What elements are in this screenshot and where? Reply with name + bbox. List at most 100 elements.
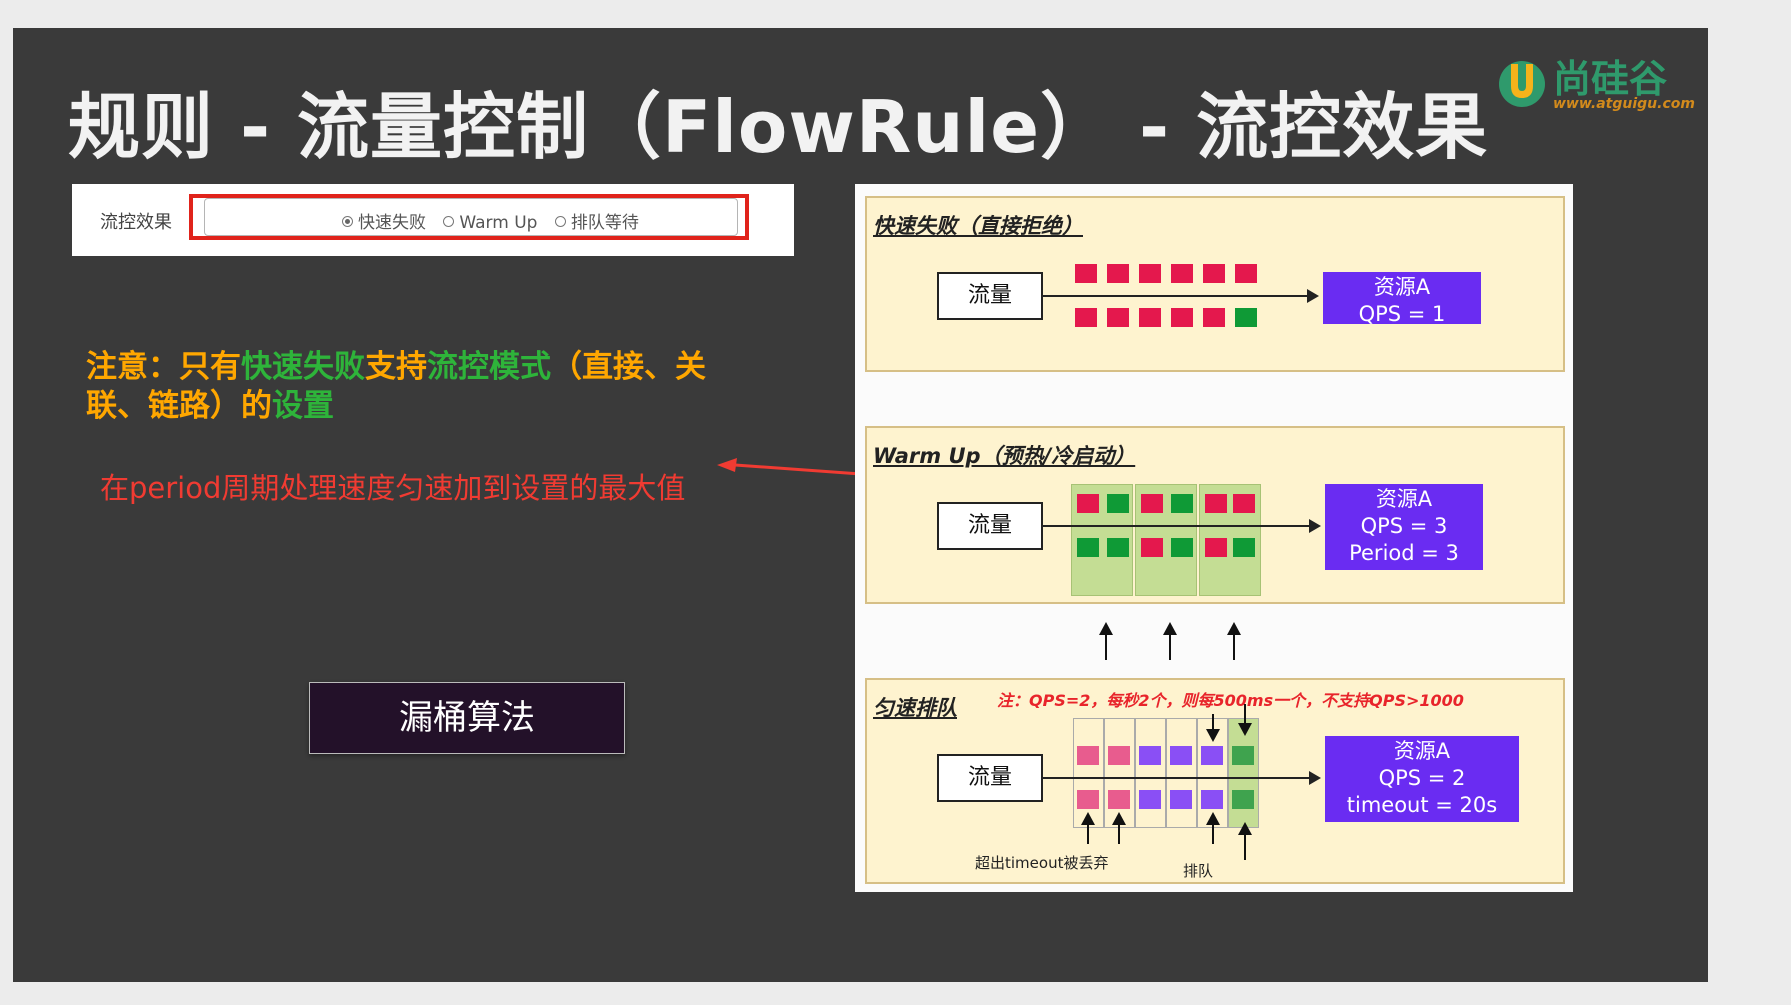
queue-panel: 匀速排队 注：QPS=2，每秒2个，则每500ms一个，不支持QPS>1000 … [865,678,1565,884]
period-arrow-up-icon [1099,622,1113,660]
request-dropped [1108,790,1130,809]
flow-box: 流量 [937,502,1043,550]
resource-qps: QPS = 1 [1358,302,1446,326]
radio-label: 排队等待 [570,213,639,233]
arrow-up-icon [1206,812,1220,844]
note-part: （直接、关联、链路）的 [86,349,706,424]
request-passed [1171,494,1193,513]
slide: 规则 - 流量控制（FlowRule） - 流控效果 尚硅谷 www.atgui… [13,28,1708,982]
logo-u-icon [1499,61,1545,107]
radio-checked-icon [342,215,353,227]
request-rejected [1075,308,1097,327]
radio-group-frame [204,198,738,236]
request-rejected [1171,308,1193,327]
arrow-down-icon [1238,704,1252,736]
request-rejected [1075,264,1097,283]
request-rejected [1203,308,1225,327]
flow-box: 流量 [937,272,1043,320]
resource-qps: QPS = 2 [1378,766,1466,790]
highlight-box [189,194,749,240]
request-passed [1235,308,1257,327]
radio-unchecked-icon [443,215,455,227]
resource-box: 资源A QPS = 1 [1323,272,1481,326]
note-highlight: 设置 [272,388,334,424]
request-dropped [1077,790,1099,809]
queue-slot [1135,718,1166,828]
flow-effect-control: 流控效果 快速失败 Warm Up 排队等待 [72,184,794,256]
flow-arrow [1043,519,1321,533]
request-rejected [1233,494,1255,513]
fast-fail-panel: 快速失败（直接拒绝） 流量 资源A QPS = 1 [865,196,1565,372]
request-rejected [1107,308,1129,327]
flow-arrow [1043,289,1319,303]
request-passed [1232,746,1254,765]
request-passed [1077,538,1099,557]
request-rejected [1205,538,1227,557]
request-passed [1232,790,1254,809]
request-dropped [1108,746,1130,765]
note-part: 支持 [365,349,427,385]
resource-box: 资源A QPS = 2 timeout = 20s [1325,736,1519,822]
radio-warm-up[interactable]: Warm Up [443,213,537,233]
request-queued [1170,790,1192,809]
logo-url: www.atguigu.com [1553,96,1695,112]
request-queued [1201,790,1223,809]
queue-slot [1228,718,1259,828]
queue-note: 注：QPS=2，每秒2个，则每500ms一个，不支持QPS>1000 [997,691,1464,710]
resource-timeout: timeout = 20s [1346,793,1498,817]
flow-effect-radio-group: 快速失败 Warm Up 排队等待 [342,208,651,233]
request-dropped [1077,746,1099,765]
leaky-bucket-button[interactable]: 漏桶算法 [309,682,625,754]
radio-queue[interactable]: 排队等待 [554,208,639,233]
resource-name: 资源A [1393,739,1451,763]
warm-up-panel: Warm Up（预热/冷启动） 流量 资源A QPS = 3 Period = … [865,426,1565,604]
resource-qps: QPS = 3 [1360,514,1448,538]
radio-fast-fail[interactable]: 快速失败 [342,208,426,233]
request-rejected [1077,494,1099,513]
request-rejected [1139,308,1161,327]
resource-period: Period = 3 [1349,541,1459,565]
radio-label: Warm Up [459,213,538,233]
arrow-up-icon [1112,812,1126,844]
note-text: 注意：只有快速失败支持流控模式（直接、关联、链路）的设置 [86,348,726,426]
arrow-up-icon [1081,812,1095,844]
request-passed [1107,494,1129,513]
queue-slot [1166,718,1197,828]
request-rejected [1203,264,1225,283]
period-arrow-up-icon [1163,622,1177,660]
period-arrow-up-icon [1227,622,1241,660]
flow-effect-diagram: 快速失败（直接拒绝） 流量 资源A QPS = 1 Warm Up（预热/冷启动… [855,184,1573,892]
request-queued [1139,746,1161,765]
request-rejected [1141,494,1163,513]
logo: 尚硅谷 www.atguigu.com [1491,46,1695,126]
period-note: 在period周期处理速度匀速加到设置的最大值 [100,471,686,505]
flow-effect-label: 流控效果 [100,212,172,233]
note-highlight: 快速失败 [241,349,365,385]
fast-fail-title: 快速失败（直接拒绝） [873,214,1083,238]
request-queued [1139,790,1161,809]
page-title: 规则 - 流量控制（FlowRule） - 流控效果 [68,85,1489,169]
flow-arrow [1043,771,1321,785]
flow-box: 流量 [937,754,1043,802]
request-passed [1171,538,1193,557]
request-rejected [1141,538,1163,557]
request-rejected [1139,264,1161,283]
radio-unchecked-icon [554,215,566,227]
request-rejected [1235,264,1257,283]
dropped-caption: 超出timeout被丢弃 [975,854,1109,872]
request-rejected [1171,264,1193,283]
request-rejected [1107,264,1129,283]
note-part: 注意：只有 [86,349,241,385]
arrow-down-icon [1206,714,1220,742]
request-passed [1107,538,1129,557]
request-passed [1233,538,1255,557]
note-highlight: 流控模式 [427,349,551,385]
request-queued [1201,746,1223,765]
radio-label: 快速失败 [358,213,426,233]
request-rejected [1205,494,1227,513]
logo-name: 尚硅谷 [1553,57,1668,101]
resource-name: 资源A [1375,487,1433,511]
queue-caption: 排队 [1183,862,1214,880]
queue-title: 匀速排队 [873,696,957,720]
resource-name: 资源A [1373,275,1431,299]
